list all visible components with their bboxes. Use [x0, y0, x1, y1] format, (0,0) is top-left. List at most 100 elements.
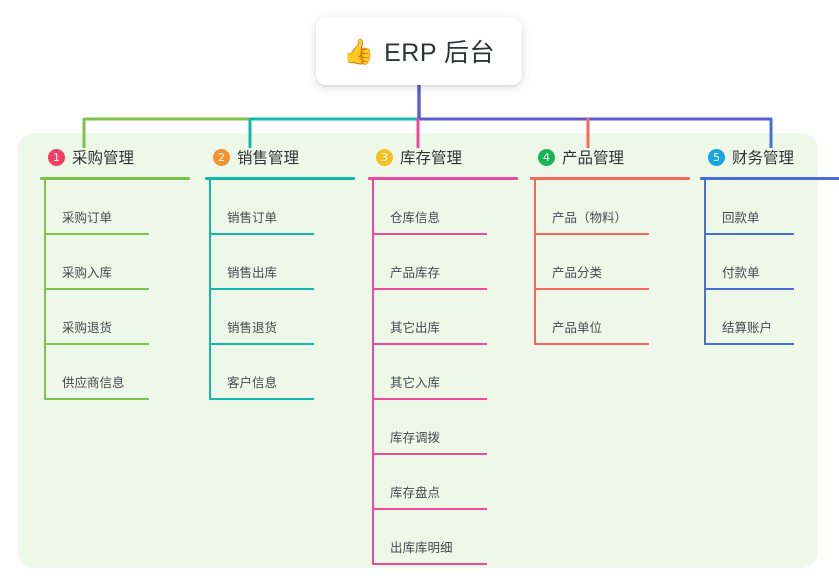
branch-item[interactable]: 产品库存 — [368, 235, 518, 290]
branch-item-label: 采购退货 — [62, 321, 113, 335]
branch-item-rule — [372, 563, 487, 565]
branch-item[interactable]: 回款单 — [700, 180, 839, 235]
branch-item-label: 库存盘点 — [390, 486, 441, 500]
branch-item-rule — [44, 343, 149, 345]
branch-badge-2: 2 — [213, 148, 230, 166]
branch-badge-1: 1 — [48, 148, 65, 166]
branch-item[interactable]: 采购退货 — [40, 290, 190, 345]
branch-item-label: 供应商信息 — [62, 376, 125, 390]
branches-panel — [18, 133, 818, 568]
branch-item-rule — [704, 233, 794, 235]
branch-item[interactable]: 库存盘点 — [368, 455, 518, 510]
branch-item-label: 产品库存 — [390, 266, 441, 280]
branch-item-label: 销售退货 — [227, 321, 278, 335]
branch-item-rule — [372, 233, 487, 235]
branch-item-rule — [704, 343, 794, 345]
branch-item-rule — [704, 288, 794, 290]
branch-item[interactable]: 供应商信息 — [40, 345, 190, 400]
branch-item-spine — [372, 235, 374, 290]
branch-item-spine — [534, 290, 536, 345]
branch-header-2[interactable]: 2 销售管理 — [205, 145, 355, 169]
branch-rule-2 — [205, 177, 355, 180]
branch-item[interactable]: 产品分类 — [530, 235, 690, 290]
branch-item-spine — [372, 510, 374, 565]
branch-header-4[interactable]: 4 产品管理 — [530, 145, 690, 169]
branch-item-spine — [534, 180, 536, 235]
branch-item-rule — [372, 343, 487, 345]
branch-items-5: 回款单付款单结算账户 — [700, 180, 839, 345]
branch-item-spine — [44, 180, 46, 235]
branch-item-label: 产品（物料） — [552, 211, 628, 225]
branch-item-spine — [209, 235, 211, 290]
branch-item-rule — [372, 508, 487, 510]
branch-item[interactable]: 出库库明细 — [368, 510, 518, 565]
branch-item-rule — [209, 233, 314, 235]
branch-item[interactable]: 销售退货 — [205, 290, 355, 345]
branch-title-3: 库存管理 — [400, 150, 463, 167]
branch-items-4: 产品（物料） 产品分类产品单位 — [530, 180, 690, 345]
branch-item-label: 仓库信息 — [390, 211, 441, 225]
branch-item-rule — [372, 453, 487, 455]
branch-item-spine — [372, 400, 374, 455]
branch-item-rule — [44, 288, 149, 290]
branch-item[interactable]: 产品单位 — [530, 290, 690, 345]
branch-item-spine — [372, 345, 374, 400]
branch-column-4: 4 产品管理 产品（物料） 产品分类产品单位 — [530, 145, 690, 345]
branch-rule-1 — [40, 177, 190, 180]
branch-item-rule — [372, 288, 487, 290]
branch-item-spine — [44, 290, 46, 345]
branch-item-spine — [209, 180, 211, 235]
branch-item-label: 库存调拨 — [390, 431, 441, 445]
branch-item-label: 采购订单 — [62, 211, 113, 225]
branch-item[interactable]: 产品（物料） — [530, 180, 690, 235]
branch-item-spine — [44, 235, 46, 290]
branch-item-label: 其它出库 — [390, 321, 441, 335]
root-node-label: ERP 后台 — [384, 39, 496, 67]
branch-column-2: 2 销售管理 销售订单销售出库销售退货客户信息 — [205, 145, 355, 400]
branch-item-rule — [534, 233, 649, 235]
branch-item[interactable]: 客户信息 — [205, 345, 355, 400]
branch-title-5: 财务管理 — [732, 150, 795, 167]
branch-items-3: 仓库信息产品库存其它出库其它入库库存调拨库存盘点出库库明细 — [368, 180, 518, 565]
branch-item[interactable]: 销售出库 — [205, 235, 355, 290]
branch-item-spine — [372, 180, 374, 235]
branch-item[interactable]: 其它出库 — [368, 290, 518, 345]
branch-item-spine — [44, 345, 46, 400]
branch-item-spine — [372, 290, 374, 345]
branch-items-2: 销售订单销售出库销售退货客户信息 — [205, 180, 355, 400]
root-node[interactable]: 👍 ERP 后台 — [316, 17, 522, 85]
branch-item[interactable]: 采购订单 — [40, 180, 190, 235]
branch-item[interactable]: 采购入库 — [40, 235, 190, 290]
branch-item-rule — [209, 288, 314, 290]
branch-item[interactable]: 其它入库 — [368, 345, 518, 400]
branch-item[interactable]: 仓库信息 — [368, 180, 518, 235]
branch-item[interactable]: 结算账户 — [700, 290, 839, 345]
thumbs-up-emoji: 👍 — [342, 36, 375, 66]
branch-item[interactable]: 销售订单 — [205, 180, 355, 235]
branch-item-label: 销售订单 — [227, 211, 278, 225]
branch-header-3[interactable]: 3 库存管理 — [368, 145, 518, 169]
branch-item-label: 客户信息 — [227, 376, 278, 390]
branch-item[interactable]: 库存调拨 — [368, 400, 518, 455]
branch-item-label: 产品单位 — [552, 321, 603, 335]
branch-title-4: 产品管理 — [562, 150, 625, 167]
branch-item-spine — [209, 345, 211, 400]
branch-column-1: 1 采购管理 采购订单采购入库采购退货供应商信息 — [40, 145, 190, 400]
branch-item-label: 回款单 — [722, 211, 760, 225]
branch-rule-5 — [700, 177, 839, 180]
branch-title-2: 销售管理 — [237, 150, 300, 167]
branch-item[interactable]: 付款单 — [700, 235, 839, 290]
branch-header-5[interactable]: 5 财务管理 — [700, 145, 839, 169]
branch-items-1: 采购订单采购入库采购退货供应商信息 — [40, 180, 190, 400]
branch-item-label: 结算账户 — [722, 321, 773, 335]
branch-item-rule — [209, 343, 314, 345]
branch-item-label: 其它入库 — [390, 376, 441, 390]
branch-item-label: 采购入库 — [62, 266, 113, 280]
branch-item-rule — [534, 288, 649, 290]
branch-rule-3 — [368, 177, 518, 180]
branch-item-rule — [372, 398, 487, 400]
branch-header-1[interactable]: 1 采购管理 — [40, 145, 190, 169]
branch-badge-5: 5 — [708, 148, 725, 166]
